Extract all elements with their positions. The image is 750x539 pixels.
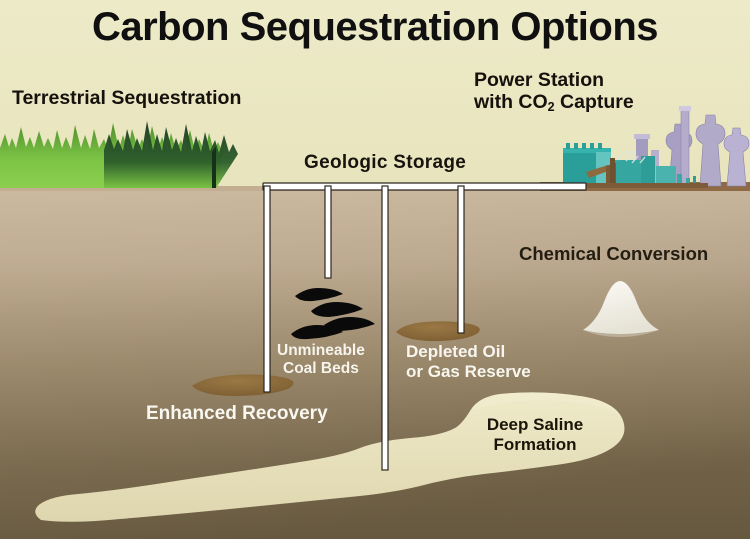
conifer-forest-icon [0,121,238,188]
page-title: Carbon Sequestration Options [91,5,659,49]
label-deep-saline-formation: Deep Saline Formation [486,415,584,455]
power-station-line1: Power Station [474,69,605,91]
injection-pipe-icon [262,182,587,471]
power-station-icon [558,106,750,188]
label-depleted-oil-or-gas-reserve: Depleted Oil or Gas Reserve [406,342,531,381]
coal-seam-icon [291,288,375,340]
label-chemical-conversion: Chemical Conversion [519,243,709,264]
white-mineral-pile-icon [583,281,659,337]
deep-saline-aquifer-icon [35,392,625,522]
label-terrestrial-sequestration: Terrestrial Sequestration [12,87,242,109]
co2-subscript: 2 [547,99,555,114]
label-unmineable-coal-beds: Unmineable Coal Beds [277,342,365,377]
label-enhanced-recovery: Enhanced Recovery [146,403,328,424]
label-geologic-storage: Geologic Storage [304,152,467,173]
power-station-line2-pre: with CO [474,90,548,113]
power-station-line2-post: Capture [554,90,634,113]
